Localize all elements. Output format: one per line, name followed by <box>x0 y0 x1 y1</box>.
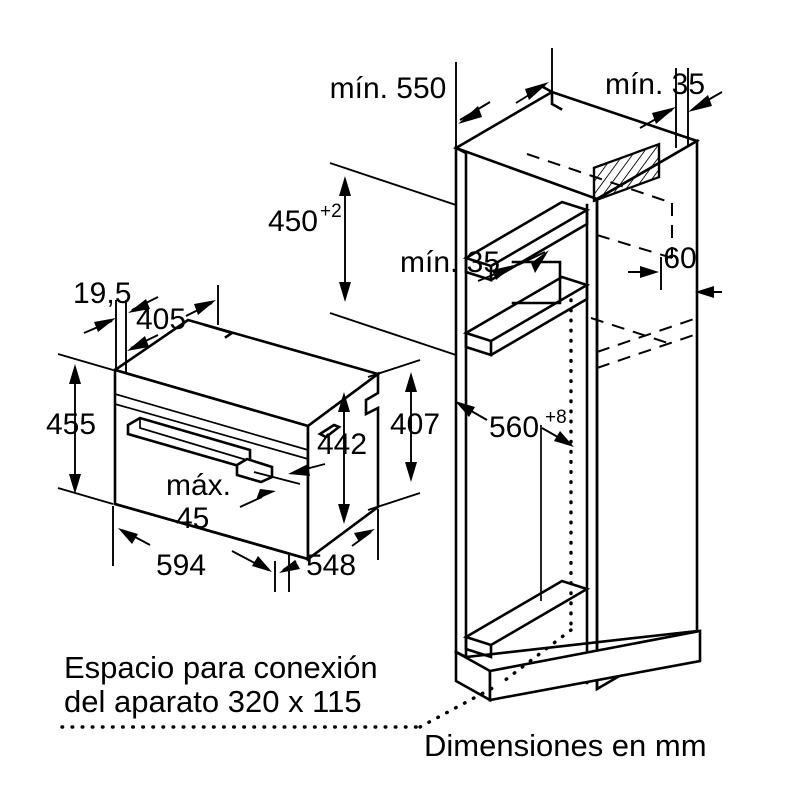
dim-442-arrow-top <box>338 392 350 412</box>
cabinet-dimensions <box>329 48 723 447</box>
note-connection-space-line2: del aparato 320 x 115 <box>64 684 362 719</box>
label-niche-height: 450 <box>268 205 318 238</box>
appliance-control-panel-line <box>114 393 309 451</box>
label-height-total: 455 <box>46 408 96 441</box>
label-niche-depth: mín. 550 <box>330 72 447 105</box>
cabinet-base-top-edge <box>454 629 699 659</box>
cabinet-right-outer-wall <box>595 138 699 692</box>
dim-560-arrow-right <box>554 431 574 447</box>
label-height-right: 407 <box>390 408 440 441</box>
notes-block: Espacio para conexión del aparato 320 x … <box>60 650 707 763</box>
appliance-right-face <box>306 371 380 562</box>
label-width-body: 548 <box>306 549 356 582</box>
dim-195-arrow-right <box>128 299 150 313</box>
note-units: Dimensiones en mm <box>424 728 707 763</box>
dim-60-outer-arrow <box>695 286 714 298</box>
dim-35-mid-arrow-left <box>492 265 514 280</box>
dim-594-arrow-left <box>118 528 138 544</box>
cabinet-base-plinth-front <box>454 649 492 703</box>
cabinet-drawing <box>452 85 702 703</box>
cabinet-upper-shelf-front <box>464 256 493 282</box>
dim-35-mid-leader-right <box>517 251 546 266</box>
dim-405-arrow-right <box>194 300 216 315</box>
cabinet-base-plinth-right <box>488 629 702 702</box>
dim-455-arrow-bottom <box>69 474 81 494</box>
label-rear-clearance: mín. 35 <box>400 246 500 279</box>
label-width-front: 594 <box>156 549 206 582</box>
dim-max45-target-line <box>253 471 301 485</box>
appliance-drawing <box>111 318 381 562</box>
dim-442-arrow-bottom <box>338 504 350 524</box>
dim-max45-upper-arrow <box>288 464 310 476</box>
dim-548-arrow-right <box>354 529 375 542</box>
dim-405-arrow-left <box>127 336 149 351</box>
appliance-dimensions <box>57 285 421 592</box>
label-side-clearance: mín. 35 <box>605 68 705 101</box>
dim-35-top-arrow-right <box>688 95 712 112</box>
dim-407-arrow-top <box>405 372 417 392</box>
cabinet-lower-floor-edge <box>464 635 493 659</box>
cabinet-top-notch <box>541 85 563 111</box>
dim-407-arrow-bottom <box>405 462 417 482</box>
dim-60-arrow <box>640 266 659 278</box>
dim-550-arrow-left <box>458 106 482 124</box>
label-niche-width: 560 <box>489 411 539 444</box>
cabinet-rear-vent-hatch <box>592 142 661 203</box>
dim-407-ext-top <box>367 359 421 378</box>
appliance-door-handle-inner <box>139 418 251 462</box>
dim-35-mid-arrow-right <box>531 250 549 273</box>
label-height-body: 442 <box>317 428 367 461</box>
dim-max45-lower-arrow <box>256 489 276 500</box>
appliance-top-tab <box>203 323 236 339</box>
label-door-gap-max: máx. <box>166 469 231 502</box>
dim-455-ext-bottom <box>57 487 114 505</box>
cabinet-hidden-lower-diag-2 <box>596 333 698 369</box>
dim-195-arrow-left <box>94 318 116 332</box>
dim-455-ext-top <box>57 353 114 371</box>
dim-594-arrow-right <box>252 556 272 572</box>
label-niche-height-tolerance: +2 <box>320 201 342 222</box>
dim-450-arrow-bottom <box>339 282 351 302</box>
label-niche-width-tolerance: +8 <box>545 407 567 428</box>
label-depth-offset: 19,5 <box>73 277 131 310</box>
appliance-dimension-labels: 19,5 405 455 442 407 máx. 45 594 548 <box>46 277 440 582</box>
cabinet-hidden-lower-diag <box>596 317 698 353</box>
dim-35-top-arrow-left <box>652 107 676 124</box>
dim-407-ext-bottom <box>367 492 421 511</box>
dim-560-arrow-left <box>455 401 475 417</box>
dim-450-ext-top <box>329 162 457 206</box>
label-top-depth: 405 <box>136 303 186 336</box>
appliance-bottom-front-edge <box>113 502 310 561</box>
dim-455-arrow-top <box>69 364 81 384</box>
dim-450-ext-bottom <box>329 312 457 356</box>
dim-450-arrow-top <box>339 176 351 196</box>
note-connection-space-line1: Espacio para conexión <box>64 650 378 685</box>
cabinet-middle-shelf-front <box>464 331 493 357</box>
appliance-side-grip <box>317 423 342 439</box>
cabinet-middle-shelf-edge <box>489 283 589 357</box>
label-door-gap-value: 45 <box>176 502 209 535</box>
cabinet-hidden-hatch-lower <box>590 317 669 344</box>
cabinet-dimension-labels: mín. 550 mín. 35 450 +2 mín. 35 60 560 +… <box>268 68 705 444</box>
appliance-control-panel-line-2 <box>114 403 309 460</box>
label-rear-gap: 60 <box>663 242 696 275</box>
dim-550-arrow-right <box>525 82 549 100</box>
cabinet-lower-floor <box>462 579 591 647</box>
